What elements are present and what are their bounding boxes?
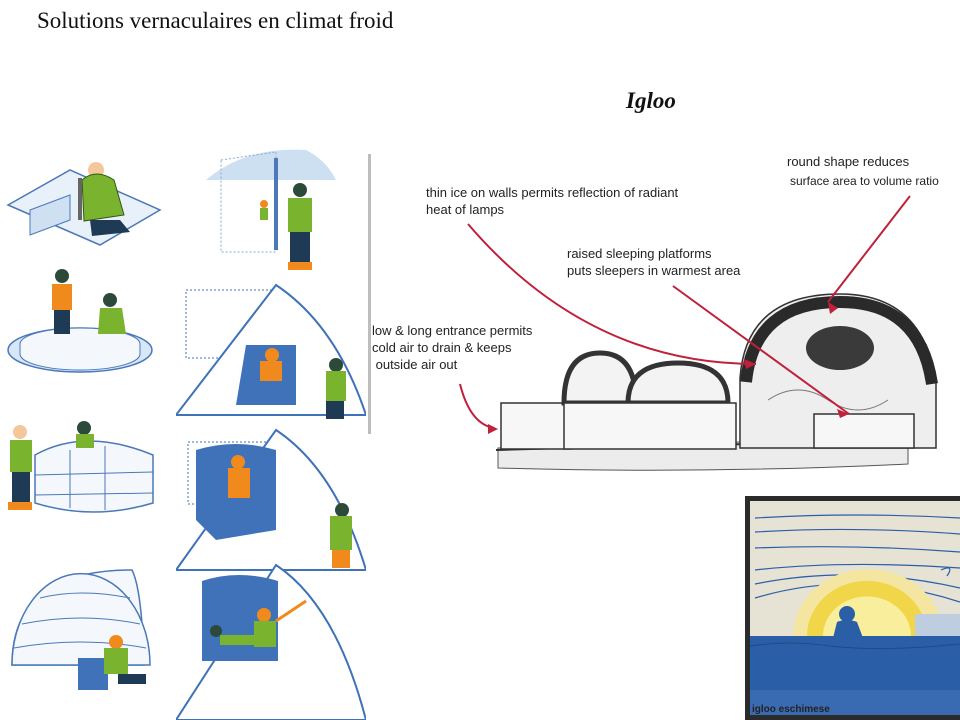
step-dig-vertical-wall-illustration (206, 149, 336, 270)
step-carve-entrance-illustration (176, 283, 366, 419)
igloo-painting (745, 496, 960, 720)
painting-caption: igloo eschimese (752, 704, 830, 715)
step-close-dome-illustration (11, 569, 151, 690)
annotation-raised-platforms: raised sleeping platforms puts sleepers … (567, 246, 741, 278)
section-title: Igloo (626, 88, 676, 113)
annotation-thin-ice: thin ice on walls permits reflection of … (426, 185, 679, 217)
step-dig-chamber-illustration (176, 428, 366, 571)
step-cut-blocks-illustration (6, 162, 162, 246)
annotation-round-shape-line2: surface area to volume ratio (790, 174, 939, 188)
annotation-round-shape-line1: round shape reduces (787, 154, 910, 169)
annotation-entrance: low & long entrance permits cold air to … (372, 323, 533, 372)
step-spiral-walls-illustration (8, 421, 154, 513)
igloo-construction-steps (6, 162, 162, 690)
igloo-section-diagram (368, 154, 938, 471)
step-finished-shelter-illustration (176, 563, 366, 720)
slide-title: Solutions vernaculaires en climat froid (37, 8, 394, 33)
snowbank-shelter-steps (176, 149, 366, 720)
step-lay-first-ring-illustration (7, 269, 153, 373)
